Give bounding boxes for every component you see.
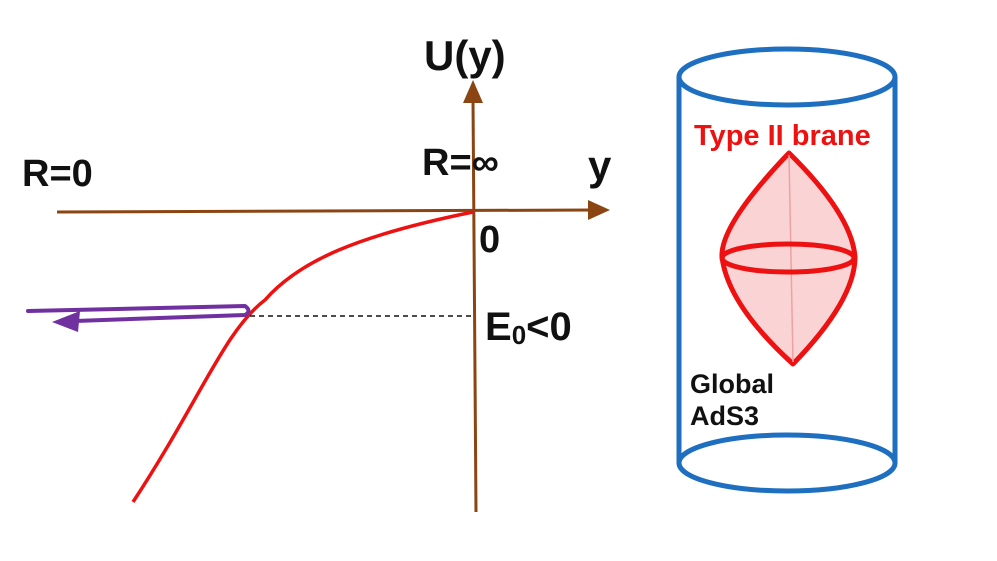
energy-label-inequality: <0: [526, 305, 572, 349]
x-axis-label: y: [588, 142, 612, 189]
y-axis-label: U(y): [424, 32, 506, 79]
space-label-line2: AdS3: [690, 401, 759, 431]
cylinder-bottom-rim: [676, 432, 898, 494]
y-axis: [471, 99, 478, 513]
potential-curve: [131, 210, 474, 503]
potential-plot: U(y) y R=0 R=∞ 0 E0<0: [22, 32, 612, 513]
energy-label: E0<0: [485, 305, 572, 350]
trajectory-arrow-icon: [52, 311, 80, 332]
energy-label-main: E: [485, 305, 512, 349]
brane-equator: [719, 241, 857, 275]
x-axis: [56, 208, 593, 214]
brane-meridian: [788, 154, 794, 363]
y-axis-arrow-icon: [463, 80, 483, 103]
origin-label: 0: [479, 219, 500, 261]
ads3-cylinder: Type II brane Global AdS3: [676, 46, 898, 494]
trajectory-path: [26, 304, 251, 323]
brane-label: Type II brane: [694, 120, 871, 152]
x-axis-arrow-icon: [588, 200, 610, 220]
left-boundary-label: R=0: [22, 153, 93, 195]
brane-body: [719, 150, 858, 367]
right-boundary-label: R=∞: [422, 142, 499, 184]
cylinder-top-rim: [676, 46, 898, 108]
energy-label-subscript: 0: [512, 320, 526, 350]
space-label-line1: Global: [690, 369, 774, 399]
